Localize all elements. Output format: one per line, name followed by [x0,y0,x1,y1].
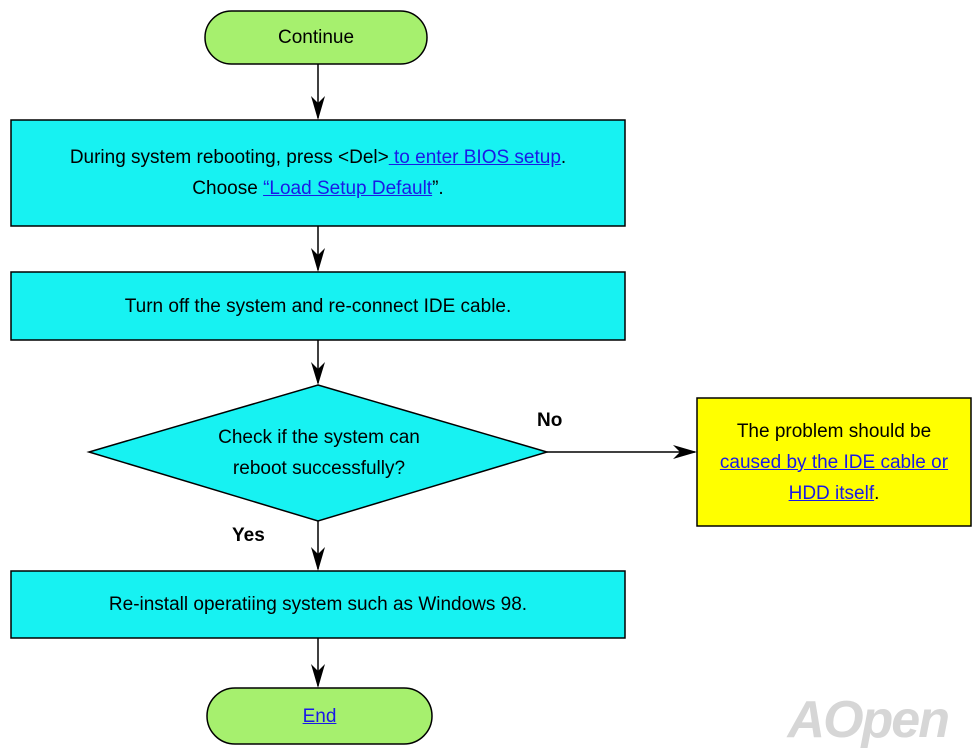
node-end-shape [206,687,433,745]
node-decision-shape [86,384,550,522]
step1-text-before: During system rebooting, press <Del> [69,147,389,168]
node-continue-label: Continue [277,27,355,48]
arrowhead-decision [311,362,325,385]
ide-cable-hdd-link[interactable]: caused by the IDE cable or HDD itself [719,451,949,504]
step1-text-mid: . Choose [192,147,567,199]
arrowhead-step1 [311,96,325,120]
note-text-before: The problem should be [736,420,932,442]
node-decision-label: Check if the system can reboot successfu… [218,427,420,479]
node-step3: Re-install operatiing system such as Win… [11,571,625,638]
node-end: End [207,688,432,744]
arrowhead-step2 [311,248,325,272]
node-step1-text: During system rebooting, press <Del> to … [40,142,596,204]
step1-text-after: ”. [432,178,444,199]
edge-label-no: No [537,410,563,431]
edge-label-yes: Yes [232,525,265,546]
node-step3-label: Re-install operatiing system such as Win… [108,594,528,615]
note-text-after: . [874,482,880,504]
node-note-shape [696,397,972,527]
node-note: The problem should be caused by the IDE … [697,398,971,526]
bios-setup-link[interactable]: to enter BIOS setup [388,147,561,168]
node-note-text: The problem should be caused by the IDE … [715,416,953,509]
load-setup-default-link[interactable]: “Load Setup Default [263,178,433,199]
node-step2-label: Turn off the system and re-connect IDE c… [124,295,512,317]
node-step3-shape [10,570,626,639]
node-step1: During system rebooting, press <Del> to … [40,120,596,226]
node-step1-shape [10,119,626,227]
node-step2: Turn off the system and re-connect IDE c… [11,272,625,340]
node-decision: Check if the system can reboot successfu… [205,420,433,486]
arrowhead-end [311,664,325,688]
node-step2-shape [10,271,626,341]
arrowhead-step3 [311,547,325,571]
aopen-logo: AOpen [787,691,950,749]
node-continue-shape [204,10,428,65]
node-continue: Continue [205,11,427,64]
arrowhead-note [673,445,697,459]
end-link[interactable]: End [302,705,337,727]
